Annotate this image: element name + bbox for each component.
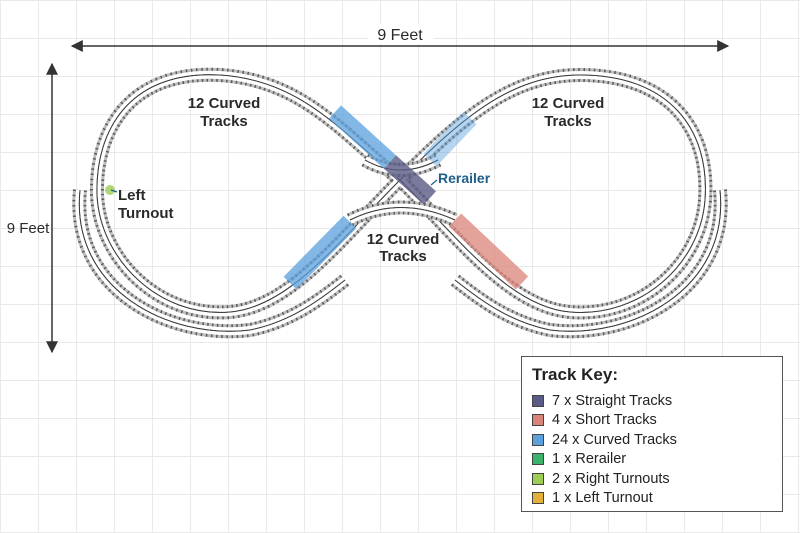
- rerailer-label: Rerailer: [438, 170, 491, 186]
- track-key-title: Track Key:: [532, 365, 618, 384]
- track-key-swatch: [532, 453, 544, 466]
- left-turnout-leader: [110, 189, 118, 193]
- straight-highlight-center: [383, 155, 437, 205]
- diagram-labels: 12 Curved Tracks 12 Curved Tracks 12 Cur…: [110, 95, 605, 265]
- left-turnout-label-line2: Turnout: [118, 205, 174, 222]
- track-key-label: 24 x Curved Tracks: [552, 431, 677, 448]
- left-turnout-label-line1: Left: [118, 187, 146, 204]
- width-dimension: 9 Feet: [70, 24, 730, 52]
- track-key-list: 7 x Straight Tracks 4 x Short Tracks 24 x …: [532, 391, 772, 508]
- track-key-swatch: [532, 414, 544, 427]
- track-key-legend: Track Key: 7 x Straight Tracks 4 x Short …: [521, 356, 783, 512]
- track-key-label: 2 x Right Turnouts: [552, 470, 670, 487]
- height-dimension: 9 Feet: [7, 62, 58, 354]
- track-key-swatch: [532, 433, 544, 446]
- track-key-item: 1 x Left Turnout: [532, 489, 772, 509]
- track-layout: [72, 67, 728, 339]
- width-label: 9 Feet: [377, 27, 423, 44]
- curved-highlight-right-upper: [423, 111, 477, 167]
- left-turnout-marker: [105, 185, 115, 195]
- track-key-swatch: [532, 492, 544, 505]
- track-key-swatch: [532, 394, 544, 407]
- track-key-label: 7 x Straight Tracks: [552, 392, 673, 409]
- center-curve-label-line2: Tracks: [379, 248, 427, 265]
- track-key-label: 1 x Left Turnout: [552, 490, 653, 507]
- left-loop-label-line2: Tracks: [200, 113, 248, 130]
- right-loop-label-line2: Tracks: [544, 113, 592, 130]
- left-loop-label-line1: 12 Curved: [188, 95, 261, 112]
- track-key-label: 4 x Short Tracks: [552, 412, 657, 429]
- height-label: 9 Feet: [7, 220, 50, 237]
- rerailer-leader: [430, 179, 438, 186]
- right-loop-label-line1: 12 Curved: [532, 95, 605, 112]
- track-key-item: 1 x Rerailer: [532, 450, 772, 470]
- curved-highlight-left-lower: [283, 215, 357, 290]
- center-bottom-curve-track: [349, 207, 456, 221]
- track-key-item: 2 x Right Turnouts: [532, 469, 772, 489]
- track-key-swatch: [532, 472, 544, 485]
- right-siding-track: [454, 189, 722, 332]
- short-highlight-right-lower: [448, 213, 529, 290]
- track-key-item: 4 x Short Tracks: [532, 411, 772, 431]
- track-key-label: 1 x Rerailer: [552, 451, 627, 468]
- left-siding-track: [78, 189, 346, 332]
- track-highlights: [105, 105, 529, 290]
- track-key-item: 24 x Curved Tracks: [532, 430, 772, 450]
- center-curve-label-line1: 12 Curved: [367, 231, 440, 248]
- curved-highlight-left-upper: [328, 105, 397, 169]
- track-key-item: 7 x Straight Tracks: [532, 391, 772, 411]
